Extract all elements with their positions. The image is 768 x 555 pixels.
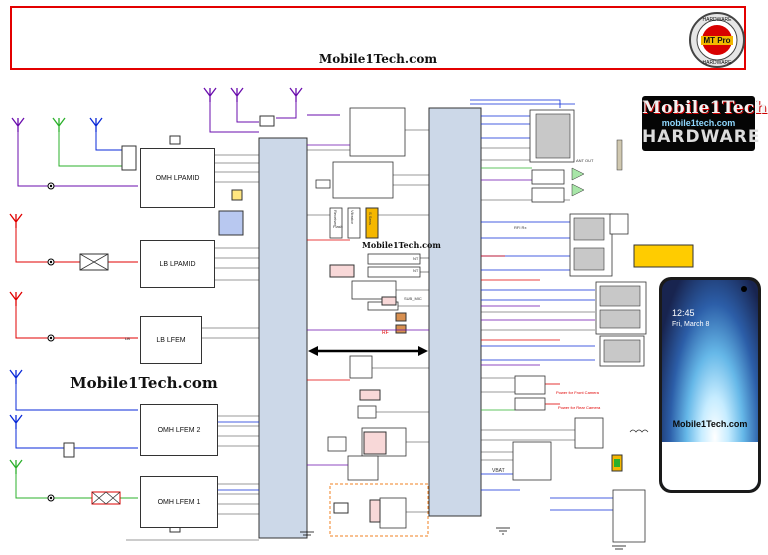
- phone-image: 12:45 Fri, March 8 Mobile1Tech.com: [659, 277, 761, 493]
- lb-lpamid-block: LB LPAMID: [140, 240, 215, 288]
- rf-label: RF: [382, 330, 389, 336]
- flash-label: Flash: [333, 224, 343, 229]
- omh-lfem2-block: OMH LFEM 2: [140, 404, 218, 456]
- receiver-label: Receiver: [333, 210, 338, 226]
- lb-label: LB: [125, 336, 130, 341]
- antenna-icon-8: [9, 459, 23, 474]
- antenna-icon-6: [9, 369, 23, 384]
- seal-center-text: MT Pro: [703, 36, 730, 45]
- seal-bottom-text: HARDWARE: [703, 60, 733, 66]
- rfi-rx-label: RFI Rx: [514, 225, 527, 230]
- speaker-icon-2: [571, 183, 585, 197]
- rf-connector-icon: [616, 139, 623, 171]
- watermark-small: Mobile1Tech.com: [362, 240, 441, 250]
- power-ic-block: [633, 244, 694, 268]
- header-site-text: Mobile1Tech.com: [318, 52, 438, 66]
- phone-site-text: Mobile1Tech.com: [672, 419, 748, 429]
- power-front-camera-label: Power for Front Camera: [556, 390, 599, 395]
- application-processor-block: [428, 107, 482, 517]
- omh-lfem1-block: OMH LFEM 1: [140, 476, 218, 528]
- power-rear-camera-label: Power for Rear Camera: [558, 405, 601, 410]
- sensor-block: [365, 207, 379, 239]
- nt-label-2: NT: [413, 268, 419, 273]
- rf-transceiver-block: [258, 137, 308, 539]
- pa-block: [218, 210, 244, 236]
- seal-logo: MT Pro HARDWARE HARDWARE: [689, 12, 745, 68]
- phone-bottom-bar: [662, 442, 758, 490]
- nt-label-1: NT: [413, 256, 419, 261]
- phone-screen: 12:45 Fri, March 8 Mobile1Tech.com: [662, 280, 758, 490]
- seal-top-text: HARDWARE: [703, 17, 733, 23]
- phone-time: 12:45: [672, 308, 695, 318]
- watermark-mid: Mobile1Tech.com: [70, 374, 218, 392]
- vibrator-label: Vibrator: [350, 210, 355, 224]
- antenna-icon-3: [89, 117, 103, 132]
- antenna-icon-2: [52, 117, 66, 132]
- antenna-icon-9: [203, 87, 217, 102]
- antenna-icon-1: [11, 117, 25, 132]
- vbat-label: VBAT: [492, 468, 505, 474]
- antenna-icon-7: [9, 414, 23, 429]
- omh-lpamid-block: OMH LPAMID: [140, 148, 215, 208]
- phone-camera-dot: [741, 286, 747, 292]
- sensor-label: S Sens: [368, 212, 373, 225]
- sub-mic-label: SUB_MIC: [404, 296, 422, 301]
- lb-lfem-block: LB LFEM: [140, 316, 202, 364]
- antenna-icon-4: [9, 213, 23, 228]
- bus-arrow-left-head: [308, 346, 318, 356]
- diplexer-lfem1: [91, 491, 121, 505]
- phone-date: Fri, March 8: [672, 321, 710, 328]
- bus-arrow-right-head: [418, 346, 428, 356]
- brand-logo-block: Mobile1Tech mobile1tech.com HARDWARE: [642, 96, 768, 151]
- antenna-icon-5: [9, 291, 23, 306]
- speaker-icon-1: [571, 167, 585, 181]
- antenna-icon-11: [289, 87, 303, 102]
- header-banner: Mobile1Tech.com: [10, 6, 746, 70]
- brand-hardware: HARDWARE: [642, 127, 761, 147]
- brand-url: mobile1tech.com: [661, 118, 736, 128]
- coil-icon: [629, 429, 649, 433]
- ant-out-label: ANT OUT: [576, 158, 594, 163]
- brand-title: Mobile1Tech: [642, 98, 768, 118]
- antenna-icon-10: [230, 87, 244, 102]
